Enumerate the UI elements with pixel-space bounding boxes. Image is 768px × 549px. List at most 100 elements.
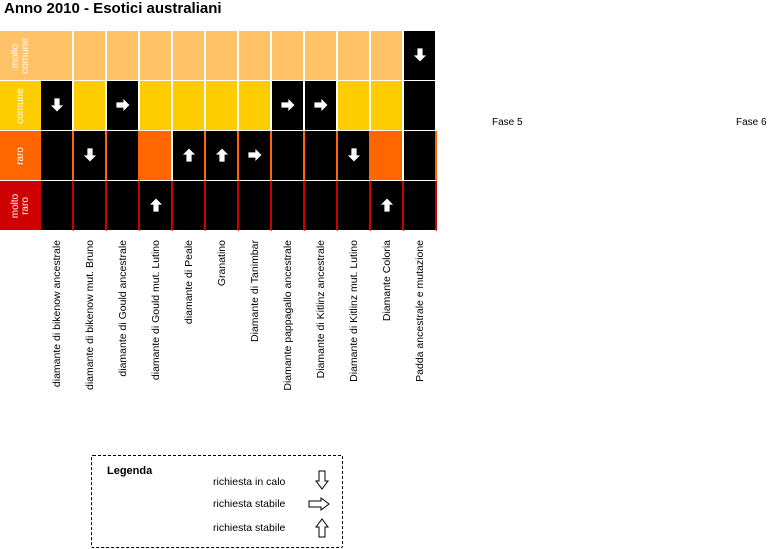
grid-cell: [74, 181, 107, 231]
fase-6-label: Fase 6: [736, 117, 767, 128]
arrow-up-icon: [148, 197, 164, 213]
grid-cell: [404, 131, 437, 181]
row-label-molto-raro: molto raro: [0, 181, 41, 231]
grid-cell: [338, 81, 371, 131]
species-label-text: Diamante Coloria: [381, 240, 393, 322]
grid-cell: [206, 81, 239, 131]
grid-cell: [41, 131, 74, 181]
arrow-up-icon: [181, 147, 197, 163]
species-label-text: diamante di Gould mut. Lutino: [150, 240, 162, 381]
grid-cell: [305, 181, 338, 231]
species-label: diamante di bikenow mut. Bruno: [84, 240, 98, 430]
grid-cell: [74, 81, 107, 131]
species-label: diamante di Peale: [183, 240, 197, 430]
species-label-text: Diamante pappagallo ancestrale: [282, 240, 294, 391]
legend-item-stable: richiesta stabile: [213, 498, 286, 510]
grid-cell: [74, 131, 107, 181]
species-label: Diamante di Tanimbar: [249, 240, 263, 430]
species-label-text: diamante di bikenow ancestrale: [51, 240, 63, 388]
grid-cell: [206, 31, 239, 81]
grid-cell: [140, 181, 173, 231]
species-label: diamante di Gould mut. Lutino: [150, 240, 164, 430]
grid-cell: [371, 31, 404, 81]
arrow-down-icon: [49, 97, 65, 113]
species-label-text: diamante di bikenow mut. Bruno: [84, 240, 96, 390]
arrow-up-icon: [315, 518, 329, 538]
grid-cell: [206, 181, 239, 231]
grid-cell: [272, 81, 305, 131]
arrow-right-icon: [313, 97, 329, 113]
grid-cell: [173, 81, 206, 131]
species-label: Diamante di Kitlinz ancestrale: [315, 240, 329, 430]
grid-cell: [173, 181, 206, 231]
row-label-comune: comune: [0, 81, 41, 131]
fase-5-label: Fase 5: [492, 117, 523, 128]
grid-cell: [305, 131, 338, 181]
grid-cell: [206, 131, 239, 181]
grid-cell: [107, 31, 140, 81]
species-label: Diamante pappagallo ancestrale: [282, 240, 296, 430]
grid-cell: [404, 81, 437, 131]
grid-cell: [371, 81, 404, 131]
grid-cell: [107, 181, 140, 231]
grid-cell: [41, 81, 74, 131]
grid-cell: [371, 131, 404, 181]
grid-cell: [140, 31, 173, 81]
grid-cell: [41, 181, 74, 231]
row-label-text: molto raro: [9, 193, 31, 218]
arrow-down-icon: [346, 147, 362, 163]
species-label: Diamante di Kitlinz mut. Lutino: [348, 240, 362, 430]
grid-cell: [107, 131, 140, 181]
species-label: Diamante Coloria: [381, 240, 395, 430]
species-label-text: Diamante di Kitlinz ancestrale: [315, 240, 327, 379]
species-label: Granatino: [216, 240, 230, 430]
species-label: diamante di bikenow ancestrale: [51, 240, 65, 430]
grid-cell: [272, 31, 305, 81]
legend-item-down: richiesta in calo: [213, 476, 286, 488]
grid-cell: [305, 81, 338, 131]
grid-cell: [272, 181, 305, 231]
row-label-raro: raro: [0, 131, 41, 181]
arrow-right-icon: [115, 97, 131, 113]
species-label: diamante di Gould ancestrale: [117, 240, 131, 430]
grid-cell: [272, 131, 305, 181]
grid-cell: [239, 131, 272, 181]
grid-cell: [140, 131, 173, 181]
species-label-text: Granatino: [216, 240, 228, 287]
grid-cell: [404, 31, 437, 81]
row-label-text: raro: [14, 146, 26, 165]
grid-cell: [239, 181, 272, 231]
species-label-text: Padda ancestrale e mutazione: [414, 240, 426, 382]
row-label-text: comune: [14, 87, 26, 124]
legend-item-up: richiesta stabile: [213, 522, 286, 534]
arrow-right-icon: [308, 497, 330, 511]
row-label-text: molto comune: [9, 37, 31, 74]
arrow-down-icon: [82, 147, 98, 163]
grid-cell: [239, 81, 272, 131]
grid-cell: [239, 31, 272, 81]
species-label-text: diamante di Gould ancestrale: [117, 240, 129, 377]
arrow-down-icon: [412, 47, 428, 63]
page-title: Anno 2010 - Esotici australiani: [4, 0, 222, 17]
grid-cell: [338, 181, 371, 231]
grid-cell: [107, 81, 140, 131]
species-label-text: Diamante di Tanimbar: [249, 240, 261, 342]
arrow-up-icon: [379, 197, 395, 213]
grid-cell: [173, 31, 206, 81]
grid-cell: [338, 131, 371, 181]
grid-cell: [371, 181, 404, 231]
grid-cell: [338, 31, 371, 81]
arrow-right-icon: [280, 97, 296, 113]
arrow-down-icon: [315, 470, 329, 490]
species-label: Padda ancestrale e mutazione: [414, 240, 428, 430]
availability-grid: molto comune comune raro molto raro: [0, 31, 437, 231]
legend-title: Legenda: [107, 465, 153, 477]
grid-cell: [41, 31, 74, 81]
grid-cell: [74, 31, 107, 81]
species-label-text: diamante di Peale: [183, 240, 195, 325]
grid-cell: [305, 31, 338, 81]
legend: Legenda richiesta in calo richiesta stab…: [91, 455, 343, 548]
arrow-up-icon: [214, 147, 230, 163]
arrow-right-icon: [247, 147, 263, 163]
species-label-text: Diamante di Kitlinz mut. Lutino: [348, 240, 360, 382]
